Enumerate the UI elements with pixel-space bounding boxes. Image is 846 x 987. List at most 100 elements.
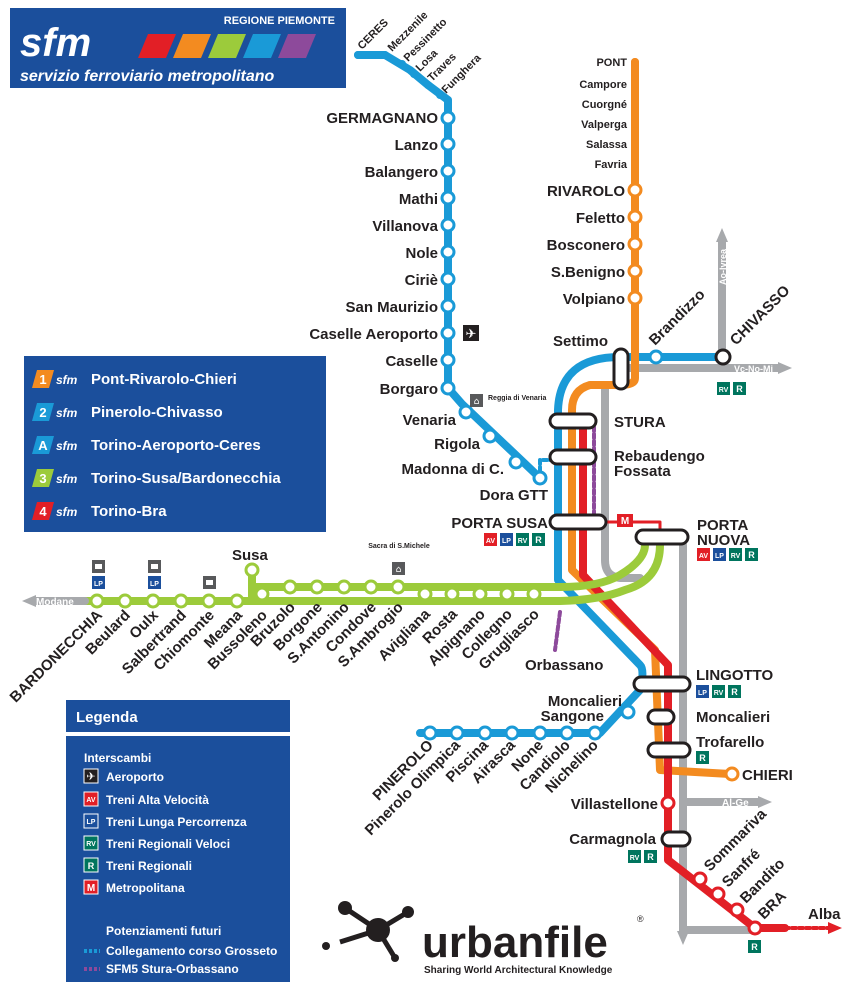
- svg-text:Aeroporto: Aeroporto: [106, 770, 164, 784]
- urbanfile-brand: urbanfile ® Sharing World Architectural …: [322, 901, 644, 976]
- interscambi-title: Interscambi: [84, 751, 151, 765]
- svg-text:1: 1: [39, 372, 46, 387]
- svg-text:sfm: sfm: [56, 406, 78, 420]
- brand-registered: ®: [637, 914, 644, 924]
- station-villastellone: Villastellone: [571, 796, 658, 813]
- svg-text:4: 4: [39, 504, 47, 519]
- station-alba: Alba: [808, 906, 841, 923]
- line-3-susa-bardonecchia: [81, 541, 664, 605]
- direction-vc-no-mi: Vc-No-Mi: [734, 364, 773, 374]
- logo-text: sfm: [20, 21, 91, 65]
- station-campore: Campore: [579, 79, 627, 91]
- logo-stripe-green: [208, 34, 246, 58]
- station-carmagnola: Carmagnola: [569, 831, 656, 848]
- station-nole: Nole: [405, 245, 438, 262]
- region-label: REGIONE PIEMONTE: [224, 15, 335, 27]
- line-a-ceres: [354, 51, 544, 482]
- station-porta-nuova-line2: NUOVA: [697, 532, 750, 549]
- svg-text:⌂: ⌂: [474, 397, 480, 407]
- station-fossata: Fossata: [614, 463, 671, 480]
- station-valperga: Valperga: [581, 119, 628, 131]
- station-pont: PONT: [596, 57, 627, 69]
- svg-text:Treni Regionali Veloci: Treni Regionali Veloci: [106, 837, 230, 851]
- station-sbenigno: S.Benigno: [551, 264, 625, 281]
- svg-text:sfm: sfm: [56, 373, 78, 387]
- station-caselle-aeroporto: Caselle Aeroporto: [309, 326, 438, 343]
- station-dora-gtt: Dora GTT: [480, 487, 548, 504]
- station-cirie: Ciriè: [405, 272, 438, 289]
- station-feletto: Feletto: [576, 210, 625, 227]
- station-venaria: Venaria: [403, 412, 457, 429]
- metro-icon: M: [617, 514, 633, 527]
- svg-text:AV: AV: [86, 797, 96, 804]
- logo-stripe-blue: [243, 34, 281, 58]
- legend-r: R Treni Regionali: [83, 857, 192, 873]
- station-moncalieri-sangone-1: Moncalieri: [548, 693, 622, 710]
- svg-text:⌂: ⌂: [396, 565, 402, 575]
- svg-text:R: R: [88, 861, 95, 871]
- station-porta-susa: PORTA SUSA: [451, 515, 548, 532]
- station-germagnano: GERMAGNANO: [326, 110, 438, 127]
- svg-text:M: M: [621, 516, 629, 527]
- interchange-rebaudengo: [548, 448, 598, 466]
- logo-stripe-red: [138, 34, 176, 58]
- sfm-header: sfm REGIONE PIEMONTE servizio ferroviari…: [10, 8, 346, 88]
- interchange-markers: [548, 347, 732, 848]
- station-moncalieri-sangone-2: Sangone: [541, 708, 604, 725]
- station-balangero: Balangero: [365, 164, 438, 181]
- svg-text:Pont-Rivarolo-Chieri: Pont-Rivarolo-Chieri: [91, 371, 237, 388]
- svg-text:Torino-Susa/Bardonecchia: Torino-Susa/Bardonecchia: [91, 470, 281, 487]
- station-caselle: Caselle: [385, 353, 438, 370]
- interchange-trofarello: [646, 741, 692, 759]
- molecule-logo-icon: [322, 901, 414, 962]
- legend-lp: LP Treni Lunga Percorrenza: [83, 813, 247, 829]
- svg-text:Treni Regionali: Treni Regionali: [106, 859, 192, 873]
- station-porta-nuova-line1: PORTA: [697, 517, 749, 534]
- station-madonna: Madonna di C.: [402, 461, 505, 478]
- sacra-icon: ⌂: [392, 562, 405, 575]
- svg-text:Collegamento corso Grosseto: Collegamento corso Grosseto: [106, 944, 277, 958]
- station-lanzo: Lanzo: [395, 137, 438, 154]
- station-stura: STURA: [614, 414, 666, 431]
- brand-name: urbanfile: [422, 918, 608, 967]
- future-title: Potenziamenti futuri: [106, 924, 221, 938]
- svg-text:Metropolitana: Metropolitana: [106, 881, 185, 895]
- header-subtitle: servizio ferroviario metropolitano: [20, 68, 275, 85]
- legend-line-2: 2 sfm Pinerolo-Chivasso: [32, 403, 223, 421]
- svg-text:Pinerolo-Chivasso: Pinerolo-Chivasso: [91, 404, 223, 421]
- station-chivasso: CHIVASSO: [727, 282, 794, 349]
- legend-rv: RV Treni Regionali Veloci: [83, 835, 230, 851]
- svg-text:SFM5 Stura-Orbassano: SFM5 Stura-Orbassano: [106, 962, 239, 976]
- legend-line-a: A sfm Torino-Aeroporto-Ceres: [32, 436, 261, 454]
- legend-future-sfm5: SFM5 Stura-Orbassano: [84, 962, 239, 976]
- interchange-stura: [548, 412, 598, 430]
- svg-text:sfm: sfm: [56, 472, 78, 486]
- svg-text:A: A: [38, 438, 48, 453]
- legenda-panel: Legenda Interscambi ✈ Aeroporto AV Treni…: [66, 700, 290, 982]
- logo-stripe-orange: [173, 34, 211, 58]
- interchange-chivasso: [714, 348, 732, 366]
- station-rivarolo: RIVAROLO: [547, 183, 625, 200]
- svg-text:Treni Alta Velocità: Treni Alta Velocità: [106, 793, 209, 807]
- station-trofarello: Trofarello: [696, 734, 764, 751]
- svg-text:2: 2: [39, 405, 46, 420]
- interchange-lingotto: [632, 675, 692, 693]
- station-cuorgne: Cuorgné: [582, 99, 627, 111]
- svg-text:Torino-Bra: Torino-Bra: [91, 503, 167, 520]
- interchange-porta-nuova: [634, 528, 690, 546]
- station-orbassano: Orbassano: [525, 657, 603, 674]
- line-1-pont-chieri: [568, 58, 734, 778]
- brand-tagline: Sharing World Architectural Knowledge: [424, 965, 613, 976]
- direction-cn-sv: Cn-Sv: [679, 946, 690, 975]
- station-settimo: Settimo: [553, 333, 608, 350]
- direction-ao-ivrea: Ao-Ivrea: [718, 248, 728, 285]
- station-chieri: CHIERI: [742, 767, 793, 784]
- station-rigola: Rigola: [434, 436, 480, 453]
- direction-al-ge: Al-Ge: [722, 798, 749, 809]
- station-borgaro: Borgaro: [380, 381, 438, 398]
- station-salassa: Salassa: [586, 139, 628, 151]
- lines-legend-panel: 1 sfm Pont-Rivarolo-Chieri 2 sfm Pinerol…: [24, 356, 326, 532]
- sacra-label: Sacra di S.Michele: [368, 543, 430, 550]
- svg-text:Torino-Aeroporto-Ceres: Torino-Aeroporto-Ceres: [91, 437, 261, 454]
